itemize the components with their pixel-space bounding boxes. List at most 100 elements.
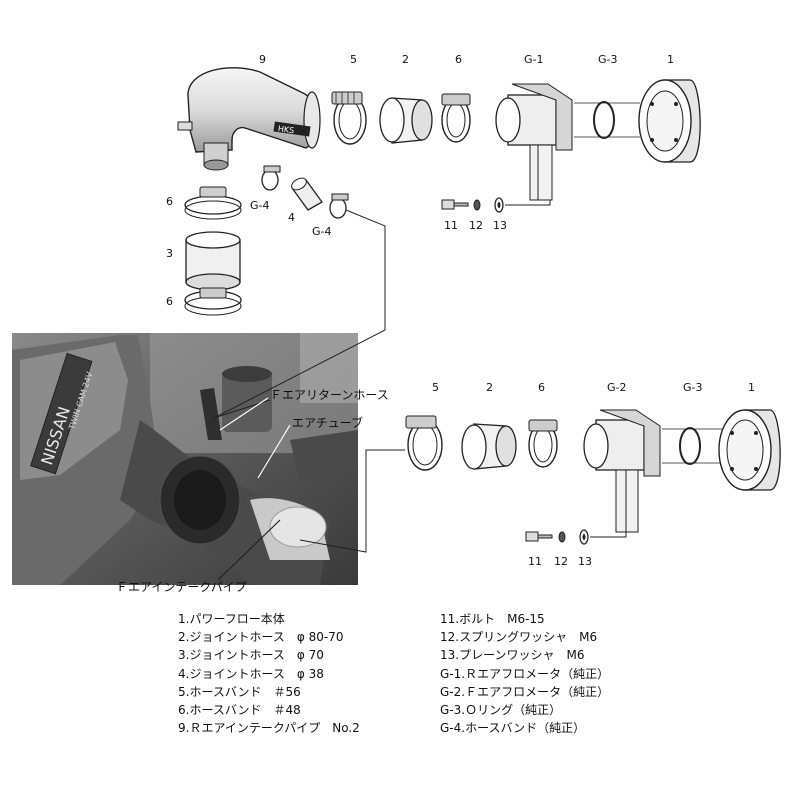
- part-5-hose-band-top: [331, 91, 367, 145]
- legend-item: 4.ジョイントホース φ 38: [178, 667, 360, 685]
- label-part-11-top: 11: [444, 219, 458, 232]
- legend-text: Ｏリング（純正）: [465, 702, 562, 717]
- legend-num: 1.: [178, 612, 190, 626]
- part-g3-o-ring-top: [574, 101, 640, 139]
- part-2-joint-hose-top: [379, 97, 433, 144]
- legend-num: 11.: [440, 612, 460, 626]
- part-3-joint-hose-left: [185, 231, 241, 291]
- label-part-g1: G-1: [524, 53, 544, 66]
- legend-num: 3.: [178, 648, 190, 663]
- label-part-6-left-lower: 6: [166, 295, 173, 308]
- part-6-hose-band-left-upper: [184, 186, 242, 220]
- legend-text: Ｒエアインテークパイプ No.2: [189, 721, 360, 736]
- label-part-g3-bottom: G-3: [683, 381, 703, 394]
- callout-f-air-return-hose: Ｆエアリターンホース: [270, 388, 389, 402]
- legend-text: スプリングワッシャ M6: [459, 630, 598, 645]
- label-part-13-bottom: 13: [578, 555, 592, 568]
- part-5-hose-band-bottom: [405, 415, 443, 471]
- label-part-13-top: 13: [493, 219, 507, 232]
- label-part-3-left: 3: [166, 247, 173, 260]
- legend-item: 11.ボルト M6-15: [440, 612, 609, 630]
- legend-item: 9.Ｒエアインテークパイプ No.2: [178, 721, 360, 739]
- label-part-12-bottom: 12: [554, 555, 568, 568]
- legend-item: 13.プレーンワッシャ M6: [440, 648, 609, 666]
- label-part-6-bottom: 6: [538, 381, 545, 394]
- legend-text: ホースバンド ＃48: [189, 702, 301, 717]
- label-part-12-top: 12: [469, 219, 483, 232]
- legend-num: 9.: [178, 721, 190, 736]
- legend-text: Ｆエアフロメータ（純正）: [465, 684, 610, 699]
- legend-item: 3.ジョイントホース φ 70: [178, 648, 360, 666]
- legend-item: 2.ジョイントホース φ 80-70: [178, 630, 360, 648]
- part-g4-hose-band-1: [261, 165, 281, 191]
- legend-num: G-4.: [440, 721, 466, 736]
- engine-photo: NISSAN TWIN CAM 24V: [12, 333, 358, 585]
- callout-f-air-intake-pipe: Ｆエアインテークパイプ: [116, 580, 247, 594]
- label-part-1-bottom: 1: [748, 381, 755, 394]
- legend-text: Ｒエアフロメータ（純正）: [465, 666, 610, 681]
- legend-text: ボルト M6-15: [459, 612, 545, 626]
- part-g3-o-ring-bottom: [662, 427, 724, 465]
- label-part-2-top: 2: [402, 53, 409, 66]
- legend-item: G-3.Ｏリング（純正）: [440, 703, 609, 721]
- callout-air-tube: エアチューブ: [292, 416, 364, 430]
- label-part-11-bottom: 11: [528, 555, 542, 568]
- part-g2-air-flow-meter: [583, 409, 661, 533]
- nissan-plate: NISSAN: [30, 352, 93, 475]
- bottom-bolt-washers: [525, 529, 627, 545]
- label-part-g4-2: G-4: [312, 225, 332, 238]
- legend-item: 6.ホースバンド ＃48: [178, 703, 360, 721]
- label-part-4: 4: [288, 211, 295, 224]
- part-9-intake-pipe: HKS: [177, 67, 321, 171]
- label-part-5-top: 5: [350, 53, 357, 66]
- label-part-g2: G-2: [607, 381, 627, 394]
- label-part-6-left-upper: 6: [166, 195, 173, 208]
- legend-item: G-4.ホースバンド（純正）: [440, 721, 609, 739]
- legend-text: ホースバンド（純正）: [465, 721, 586, 736]
- leader-line-lower-assembly: [299, 449, 405, 553]
- legend-num: G-1.: [440, 666, 466, 681]
- legend-text: パワーフロー本体: [189, 612, 285, 626]
- legend-text: ジョイントホース φ 80-70: [189, 630, 344, 645]
- hks-logo-text: HKS: [277, 124, 294, 135]
- legend-right: 11.ボルト M6-15 12.スプリングワッシャ M6 13.プレーンワッシャ…: [440, 612, 609, 739]
- legend-item: 1.パワーフロー本体: [178, 612, 360, 630]
- legend-item: 5.ホースバンド ＃56: [178, 685, 360, 703]
- part-1-power-flow-top: [638, 79, 701, 163]
- legend-num: 12.: [440, 630, 460, 645]
- legend-text: ジョイントホース φ 70: [189, 648, 324, 663]
- legend-num: G-3.: [440, 702, 466, 717]
- part-g1-air-flow-meter: [495, 83, 573, 201]
- part-6-hose-band-left-lower: [184, 287, 242, 316]
- part-6-hose-band-bottom: [528, 419, 558, 468]
- part-6-hose-band-top: [441, 93, 471, 143]
- leader-line-return-hose: [213, 209, 386, 419]
- legend-num: 5.: [178, 684, 190, 699]
- label-part-6-top: 6: [455, 53, 462, 66]
- legend-item: G-2.Ｆエアフロメータ（純正）: [440, 685, 609, 703]
- legend-item: G-1.Ｒエアフロメータ（純正）: [440, 667, 609, 685]
- label-part-g3-top: G-3: [598, 53, 618, 66]
- legend-num: 4.: [178, 666, 190, 681]
- legend-left: 1.パワーフロー本体 2.ジョイントホース φ 80-70 3.ジョイントホース…: [178, 612, 360, 739]
- part-2-joint-hose-bottom: [461, 423, 517, 470]
- part-4-joint-hose: [291, 177, 323, 211]
- legend-text: ホースバンド ＃56: [189, 684, 301, 699]
- top-bolt-washers: [441, 197, 551, 213]
- legend-num: 2.: [178, 630, 190, 645]
- part-g4-hose-band-2: [329, 193, 349, 219]
- label-part-5-bottom: 5: [432, 381, 439, 394]
- legend-num: 13.: [440, 648, 460, 663]
- label-part-9: 9: [259, 53, 266, 66]
- legend-text: ジョイントホース φ 38: [189, 666, 324, 681]
- label-part-2-bottom: 2: [486, 381, 493, 394]
- legend-item: 12.スプリングワッシャ M6: [440, 630, 609, 648]
- legend-num: 6.: [178, 702, 190, 717]
- label-part-1-top: 1: [667, 53, 674, 66]
- label-part-g4-1: G-4: [250, 199, 270, 212]
- legend-num: G-2.: [440, 684, 466, 699]
- legend-text: プレーンワッシャ M6: [459, 648, 585, 663]
- part-1-power-flow-bottom: [718, 409, 781, 491]
